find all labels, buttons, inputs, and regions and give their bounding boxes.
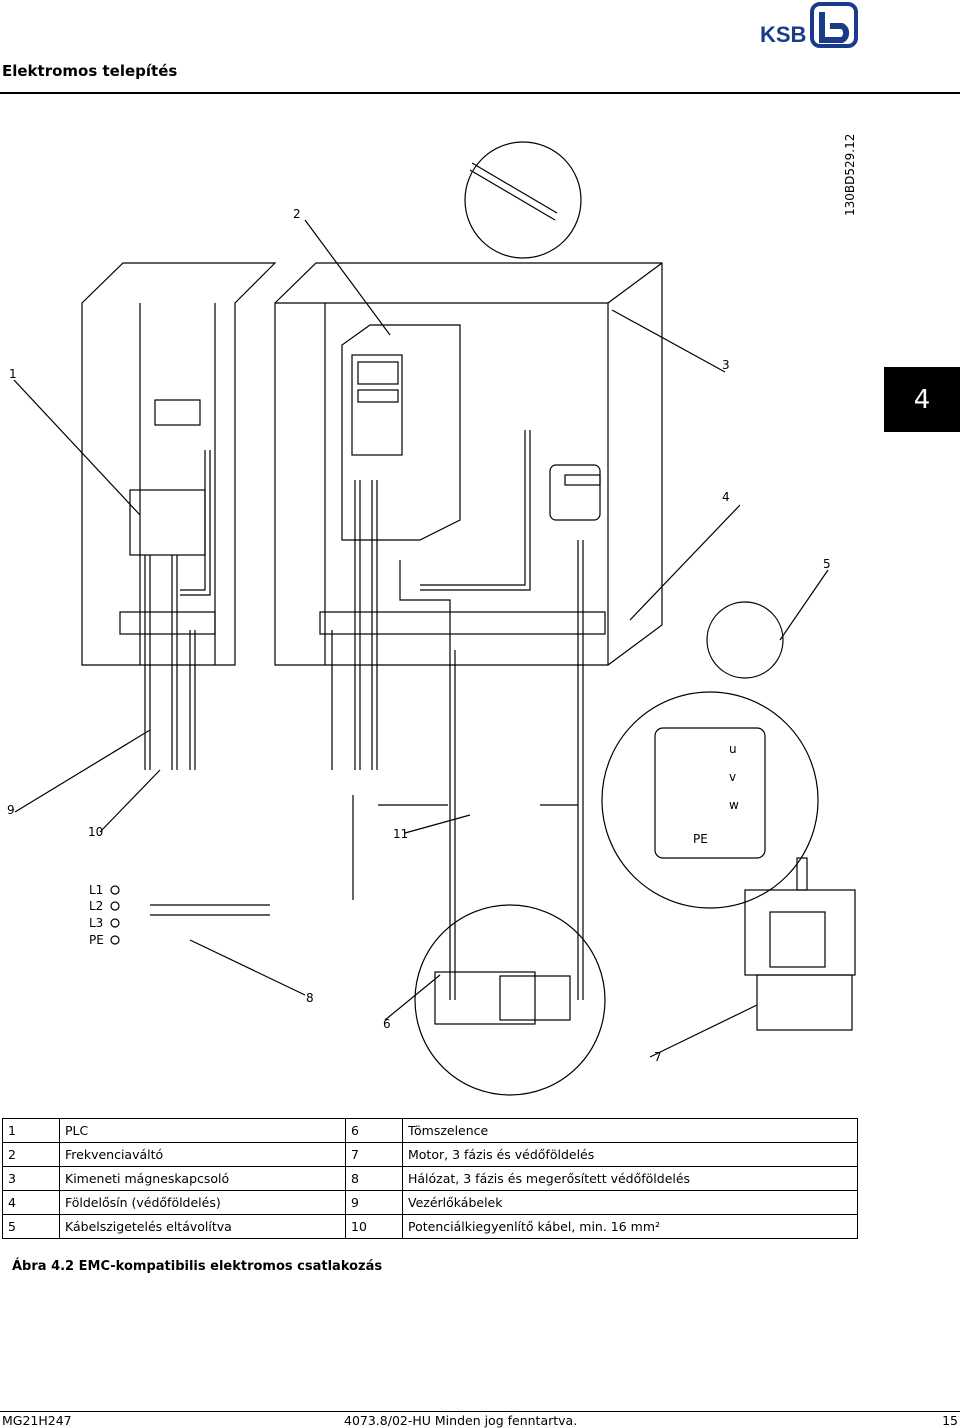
callout-3: 3 — [722, 358, 730, 372]
legend-text: Földelősín (védőföldelés) — [59, 1190, 346, 1215]
callout-11: 11 — [393, 827, 409, 841]
legend-number: 4 — [2, 1190, 60, 1215]
table-row: 5 Kábelszigetelés eltávolítva 10 Potenci… — [2, 1214, 858, 1239]
frequency-converter — [341, 324, 461, 541]
legend-text: Tömszelence — [402, 1118, 858, 1143]
legend-number: 3 — [2, 1166, 60, 1191]
legend-number: 10 — [345, 1214, 403, 1239]
legend-number: 9 — [345, 1190, 403, 1215]
main-cabinet — [274, 262, 663, 666]
callout-1: 1 — [9, 367, 17, 381]
chapter-tab: 4 — [884, 367, 960, 432]
table-row: 3 Kimeneti mágneskapcsoló 8 Hálózat, 3 f… — [2, 1166, 858, 1191]
cables — [144, 430, 584, 1000]
document-code: 130BD529.12 — [843, 134, 857, 216]
figure-caption: Ábra 4.2 EMC-kompatibilis elektromos csa… — [12, 1259, 383, 1274]
table-row: 2 Frekvenciaváltó 7 Motor, 3 fázis és vé… — [2, 1142, 858, 1167]
document-code-text: 130BD529.12 — [843, 134, 857, 216]
callout-7: 7 — [654, 1050, 662, 1064]
terminal-label-pe: PE — [693, 832, 708, 846]
legend-number: 2 — [2, 1142, 60, 1167]
emc-wiring-diagram — [13, 141, 856, 1096]
screw-detail-circle — [464, 141, 582, 259]
cable-gland-detail-circle — [414, 904, 606, 1096]
legend-number: 5 — [2, 1214, 60, 1239]
legend-number: 7 — [345, 1142, 403, 1167]
mains-label-l2: L2 — [89, 899, 104, 913]
clamp-detail-circle — [706, 601, 784, 679]
table-row: 4 Földelősín (védőföldelés) 9 Vezérlőkáb… — [2, 1190, 858, 1215]
callout-5: 5 — [823, 557, 831, 571]
section-title: Elektromos telepítés — [2, 62, 178, 80]
callout-8: 8 — [306, 991, 314, 1005]
legend-number: 1 — [2, 1118, 60, 1143]
legend-text: Kimeneti mágneskapcsoló — [59, 1166, 346, 1191]
terminal-box-detail-circle — [601, 691, 819, 909]
legend-text: Hálózat, 3 fázis és megerősített védőföl… — [402, 1166, 858, 1191]
mains-label-pe: PE — [89, 933, 104, 947]
legend-text: PLC — [59, 1118, 346, 1143]
mains-label-l3: L3 — [89, 916, 104, 930]
footer-copyright: 4073.8/02-HU Minden jog fenntartva. — [344, 1413, 578, 1428]
footer-rule — [0, 1411, 960, 1412]
legend-text: Vezérlőkábelek — [402, 1190, 858, 1215]
legend-text: Potenciálkiegyenlítő kábel, min. 16 mm² — [402, 1214, 858, 1239]
terminal-label-w: w — [729, 798, 739, 812]
callout-4: 4 — [722, 490, 730, 504]
footer-doc-number: MG21H247 — [2, 1413, 72, 1428]
header-rule — [0, 92, 960, 94]
output-contactor — [549, 464, 601, 521]
callout-10: 10 — [88, 825, 104, 839]
callout-9: 9 — [7, 803, 15, 817]
motor — [744, 857, 856, 1031]
table-row: 1 PLC 6 Tömszelence — [2, 1118, 858, 1143]
legend-text: Frekvenciaváltó — [59, 1142, 346, 1167]
legend-number: 8 — [345, 1166, 403, 1191]
mains-label-l1: L1 — [89, 883, 104, 897]
page-number: 15 — [942, 1413, 958, 1428]
callout-6: 6 — [383, 1017, 391, 1031]
svg-text:KSB: KSB — [760, 22, 806, 47]
plc-cabinet — [81, 262, 277, 666]
legend-number: 6 — [345, 1118, 403, 1143]
ksb-logo: KSB — [760, 2, 858, 48]
callout-2: 2 — [293, 207, 301, 221]
legend-text: Kábelszigetelés eltávolítva — [59, 1214, 346, 1239]
terminal-label-u: u — [729, 742, 737, 756]
legend-table: 1 PLC 6 Tömszelence 2 Frekvenciaváltó 7 … — [2, 1118, 858, 1239]
legend-text: Motor, 3 fázis és védőföldelés — [402, 1142, 858, 1167]
terminal-label-v: v — [729, 770, 737, 784]
